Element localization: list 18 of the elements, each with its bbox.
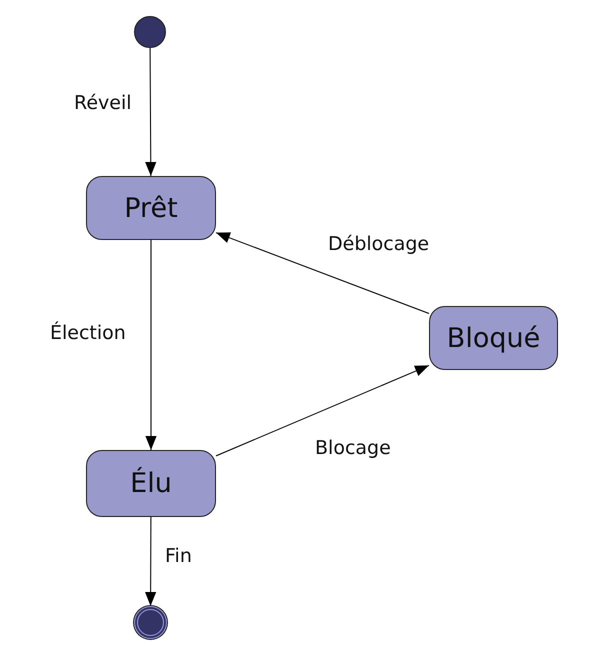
state-box bbox=[86, 176, 216, 240]
final-state-circle bbox=[134, 606, 167, 639]
arrow bbox=[145, 48, 156, 176]
edge-label: Déblocage bbox=[328, 233, 430, 255]
state-name: Bloqué bbox=[446, 322, 540, 354]
initial-state-circle bbox=[134, 16, 166, 48]
state-name: Élu bbox=[130, 468, 172, 499]
state-box bbox=[86, 450, 216, 517]
state-name: Prêt bbox=[124, 192, 178, 224]
arrow bbox=[145, 516, 156, 606]
edge-label: Blocage bbox=[315, 437, 391, 459]
edge-label: Élection bbox=[50, 322, 126, 344]
arrow bbox=[216, 232, 430, 314]
state-box bbox=[429, 306, 558, 370]
arrow bbox=[216, 364, 430, 456]
arrow bbox=[145, 240, 157, 450]
edge-label: Fin bbox=[165, 545, 192, 567]
edge-label: Réveil bbox=[74, 92, 132, 114]
